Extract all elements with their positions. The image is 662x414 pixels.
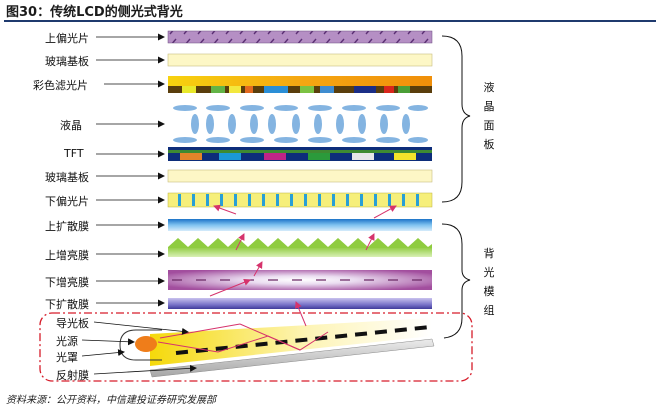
label-upper-diffuser: 上扩散膜: [45, 220, 89, 233]
liquid-crystal-layer: [173, 105, 428, 143]
label-color-filter: 彩色滤光片: [33, 79, 88, 92]
label-lower-polarizer: 下偏光片: [45, 195, 89, 208]
lower-polarizer-layer: [167, 192, 433, 208]
label-panel-group: 液晶面板: [483, 81, 495, 151]
light-guide-plate: [150, 318, 432, 366]
upper-brightness-layer: [168, 238, 432, 257]
label-light-source: 光源: [56, 335, 78, 348]
light-rays: [157, 323, 329, 353]
reflector-film: [149, 338, 435, 378]
tft-layer: [168, 147, 432, 161]
label-backlight-group: 背光模组: [483, 247, 495, 317]
figure-source: 资料来源：公开资料，中信建投证券研究发展部: [6, 395, 216, 406]
label-lower-brightness: 下增亮膜: [45, 276, 89, 289]
label-reflector: 反射膜: [56, 369, 89, 382]
label-glass-bottom: 玻璃基板: [45, 171, 89, 184]
upward-arrows: [209, 204, 397, 327]
leader-light-source: [81, 338, 135, 346]
lamp-cover-shape: [119, 329, 162, 361]
label-lower-diffuser: 下扩散膜: [45, 298, 89, 311]
leader-light-guide: [93, 321, 189, 335]
label-light-guide: 导光板: [56, 317, 89, 330]
label-tft: TFT: [64, 147, 84, 160]
leader-reflector: [93, 364, 197, 375]
glass-bottom-layer: [167, 169, 433, 183]
lower-brightness-layer: [168, 270, 432, 290]
led-light-source: [135, 336, 157, 352]
edge-lit-highlight-box: [39, 312, 473, 382]
label-liquid-crystal: 液晶: [60, 119, 82, 132]
panel-bracket: [441, 35, 471, 203]
upper-diffuser-layer: [168, 219, 432, 231]
guide-print-dots: [175, 325, 431, 355]
color-filter-layer: [168, 76, 432, 93]
upper-polarizer-layer: [167, 30, 433, 44]
leader-lamp-cover: [81, 349, 125, 357]
label-upper-polarizer: 上偏光片: [45, 32, 89, 45]
glass-top-layer: [167, 53, 433, 67]
label-upper-brightness: 上增亮膜: [45, 249, 89, 262]
lower-diffuser-layer: [168, 298, 432, 309]
label-lamp-cover: 光罩: [56, 351, 78, 364]
backlight-bracket: [441, 223, 471, 339]
title-rule: [4, 20, 656, 22]
figure-title: 图30：传统LCD的侧光式背光: [6, 5, 183, 20]
label-glass-top: 玻璃基板: [45, 55, 89, 68]
